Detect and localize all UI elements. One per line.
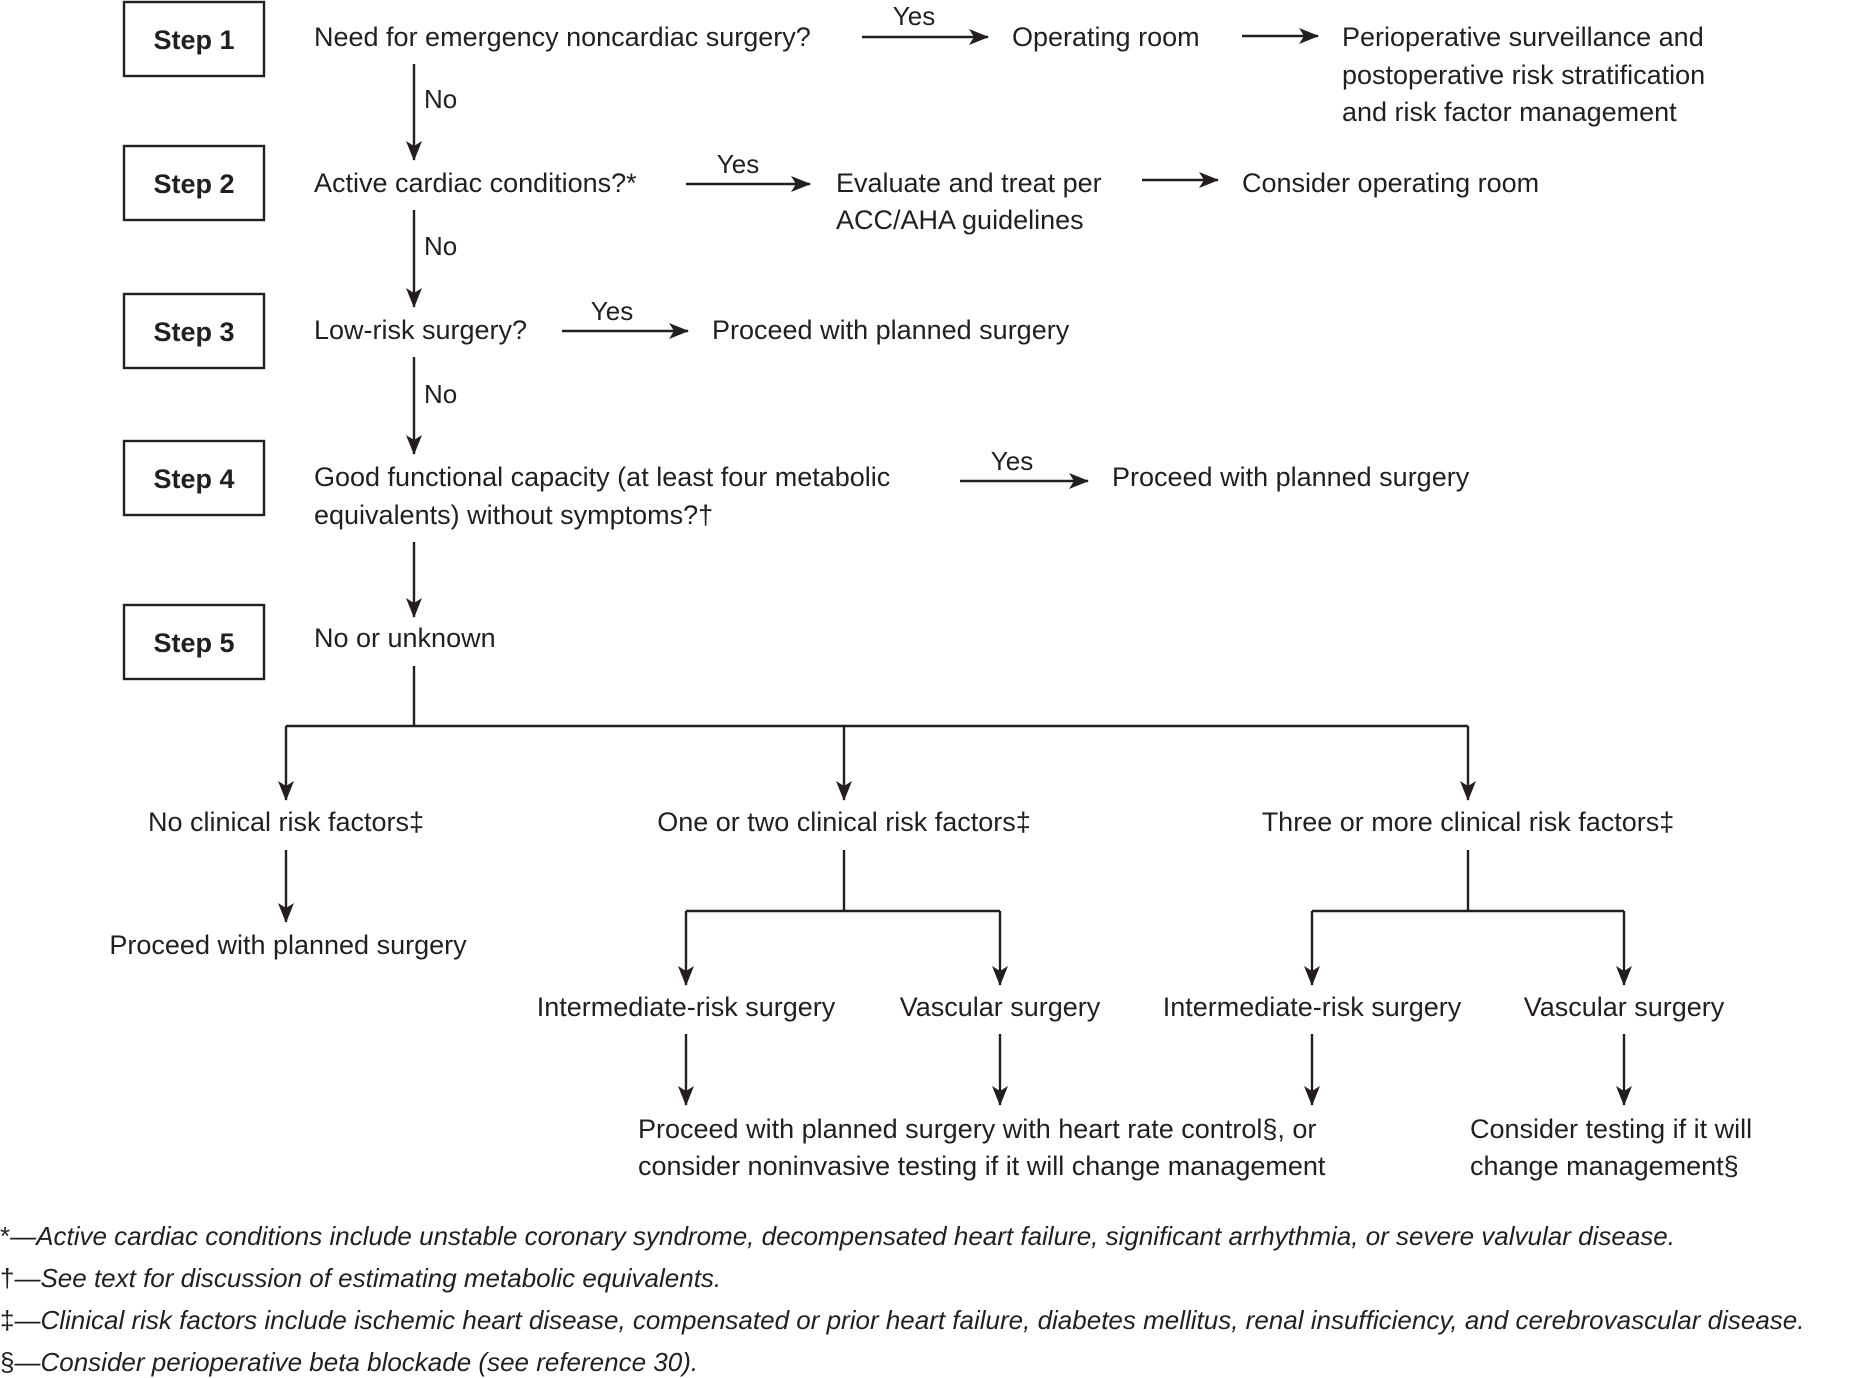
outcome-no-or-unknown: No or unknown <box>314 623 496 653</box>
outcome-consider-testing-line2: change management§ <box>1470 1151 1739 1181</box>
outcome-consider-operating-room: Consider operating room <box>1242 168 1539 198</box>
branch-one-two-risk-factors: One or two clinical risk factors‡ <box>657 807 1031 837</box>
footnote-text: —See text for discussion of estimating m… <box>14 1263 722 1293</box>
label-yes-step3: Yes <box>591 296 633 326</box>
footnote-active-cardiac: *—Active cardiac conditions include unst… <box>0 1221 1675 1252</box>
branch-three-plus-risk-factors: Three or more clinical risk factors‡ <box>1262 807 1675 837</box>
footnote-text: —Active cardiac conditions include unsta… <box>10 1221 1675 1251</box>
outcome-proceed-step4: Proceed with planned surgery <box>1112 462 1470 492</box>
outcome-perioperative-line3: and risk factor management <box>1342 97 1677 127</box>
step-5-box: Step 5 <box>122 603 266 681</box>
footnote-mark-section: § <box>0 1347 15 1377</box>
question-low-risk-surgery: Low-risk surgery? <box>314 315 527 345</box>
outcome-evaluate-line2: ACC/AHA guidelines <box>836 205 1084 235</box>
footnote-mark-asterisk: * <box>0 1221 11 1251</box>
step-1-label: Step 1 <box>153 25 234 55</box>
vascular-surgery-a: Vascular surgery <box>900 992 1101 1022</box>
footnote-text: —Clinical risk factors include ischemic … <box>14 1305 1805 1335</box>
footnote-mark-double-dagger: ‡ <box>0 1305 15 1335</box>
label-yes-step4: Yes <box>991 446 1033 476</box>
outcome-heart-rate-control-line1: Proceed with planned surgery with heart … <box>638 1114 1316 1144</box>
branch-no-risk-factors: No clinical risk factors‡ <box>148 807 424 837</box>
outcome-perioperative-line2: postoperative risk stratification <box>1342 60 1705 90</box>
question-functional-capacity-line1: Good functional capacity (at least four … <box>314 462 890 492</box>
outcome-heart-rate-control-line2: consider noninvasive testing if it will … <box>638 1151 1326 1181</box>
step-2-box: Step 2 <box>122 144 266 222</box>
outcome-operating-room: Operating room <box>1012 22 1200 52</box>
outcome-evaluate-line1: Evaluate and treat per <box>836 168 1102 198</box>
intermediate-risk-surgery-a: Intermediate-risk surgery <box>537 992 836 1022</box>
label-no-step3: No <box>424 379 457 409</box>
step-4-box: Step 4 <box>122 439 266 517</box>
step-3-label: Step 3 <box>153 317 234 347</box>
footnote-text: —Consider perioperative beta blockade (s… <box>14 1347 699 1377</box>
footnote-clinical-risk-factors: ‡—Clinical risk factors include ischemic… <box>0 1305 1804 1336</box>
label-no-step1: No <box>424 84 457 114</box>
question-emergency-surgery: Need for emergency noncardiac surgery? <box>314 22 811 52</box>
outcome-consider-testing-line1: Consider testing if it will <box>1470 1114 1752 1144</box>
label-yes-step1: Yes <box>893 1 935 31</box>
footnote-metabolic-equivalents: †—See text for discussion of estimating … <box>0 1263 721 1294</box>
footnote-beta-blockade: §—Consider perioperative beta blockade (… <box>0 1347 698 1378</box>
label-no-step2: No <box>424 231 457 261</box>
step-1-box: Step 1 <box>122 0 266 78</box>
vascular-surgery-b: Vascular surgery <box>1524 992 1725 1022</box>
footnote-mark-dagger: † <box>0 1263 15 1293</box>
step-5-label: Step 5 <box>153 628 234 658</box>
step-2-label: Step 2 <box>153 169 234 199</box>
outcome-proceed-step3: Proceed with planned surgery <box>712 315 1070 345</box>
outcome-perioperative-line1: Perioperative surveillance and <box>1342 22 1704 52</box>
step-3-box: Step 3 <box>122 292 266 370</box>
label-yes-step2: Yes <box>717 149 759 179</box>
step-4-label: Step 4 <box>153 464 234 494</box>
intermediate-risk-surgery-b: Intermediate-risk surgery <box>1163 992 1462 1022</box>
outcome-no-risk-proceed: Proceed with planned surgery <box>109 930 467 960</box>
question-active-cardiac: Active cardiac conditions?* <box>314 168 637 198</box>
question-functional-capacity-line2: equivalents) without symptoms?† <box>314 500 713 530</box>
